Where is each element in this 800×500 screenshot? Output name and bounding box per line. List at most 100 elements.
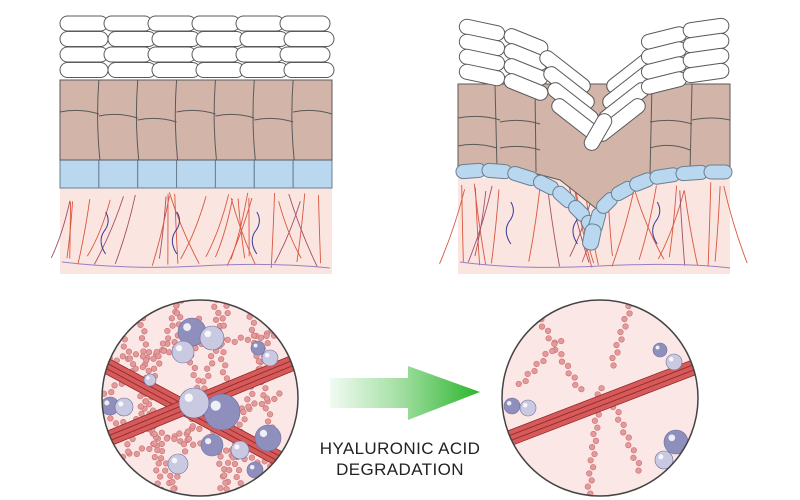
elastin-bead	[217, 485, 224, 492]
elastin-bead	[284, 330, 291, 337]
corneocyte	[682, 62, 730, 84]
cell-wall	[291, 79, 295, 161]
elastin-bead	[538, 323, 546, 330]
basal-cell	[675, 164, 709, 182]
cell-wall	[215, 113, 255, 119]
elastin-bead	[223, 375, 231, 382]
elastin-bead	[630, 300, 637, 304]
elastin-bead	[274, 470, 281, 477]
corneocyte	[59, 31, 109, 47]
cell-wall	[97, 79, 101, 161]
basal-cell	[253, 157, 294, 189]
elastin-bead	[248, 306, 255, 313]
dermis-fiber	[574, 190, 593, 268]
elastin-bead	[613, 341, 620, 349]
elastin-bead	[578, 386, 585, 393]
dermis-fiber	[439, 189, 466, 265]
elastin-bead	[154, 447, 161, 454]
molecule-highlight	[204, 330, 212, 338]
caption-line-2: DEGRADATION	[336, 460, 464, 479]
elastin-bead	[220, 322, 227, 329]
elastin-bead	[184, 428, 191, 435]
elastin-bead	[176, 430, 183, 437]
elastin-bead	[129, 361, 137, 368]
elastin-bead	[164, 327, 171, 335]
elastin-bead	[216, 460, 223, 467]
elastin-bead	[205, 372, 212, 380]
elastin-bead	[171, 435, 178, 443]
elastin-bead	[228, 491, 235, 496]
elastin-bead	[224, 459, 232, 466]
elastin-bead	[211, 303, 218, 310]
elastin-bead	[588, 477, 595, 484]
elastin-bead	[276, 390, 283, 397]
corneocyte	[191, 46, 241, 63]
elastin-bead	[558, 358, 566, 365]
dermis-fiber	[474, 187, 481, 266]
elastin-bead	[168, 315, 175, 322]
dermis-fiber	[474, 190, 487, 257]
elastin-bead	[236, 421, 243, 428]
elastin-bead	[625, 434, 632, 441]
elastin-bead	[630, 447, 637, 454]
molecule-highlight	[506, 400, 512, 406]
hyaluronic-acid-molecule	[503, 397, 521, 415]
hyaluronic-acid-molecule	[230, 440, 250, 460]
elastin-bead	[113, 311, 120, 318]
corneocyte	[191, 15, 241, 32]
elastin-bead	[264, 340, 271, 347]
molecule-highlight	[522, 402, 528, 408]
elastin-bead	[200, 378, 207, 385]
elastin-bead	[143, 357, 150, 364]
cell-wall	[457, 143, 498, 149]
molecule-highlight	[658, 454, 664, 460]
healthy-dermis-fibers	[50, 192, 322, 268]
basal-cell	[703, 164, 733, 180]
elastin-bead	[150, 355, 157, 362]
elastin-bead	[145, 367, 152, 374]
elastin-bead	[221, 466, 228, 473]
elastin-bead	[590, 464, 597, 471]
elastin-bead	[522, 377, 529, 385]
hyaluronic-acid-molecule	[178, 387, 210, 419]
hyaluronic-acid-molecule	[167, 453, 189, 475]
elastin-bead	[297, 328, 298, 335]
elastin-bead	[609, 354, 616, 362]
elastin-bead	[138, 445, 146, 452]
elastin-bead	[565, 370, 572, 377]
elastin-bead	[625, 442, 632, 449]
elastin-bead	[190, 441, 197, 448]
corneocyte	[59, 46, 109, 63]
elastin-bead	[533, 360, 540, 368]
hyaluronic-acid-molecule	[665, 353, 683, 371]
elastin-bead	[584, 483, 591, 490]
cell-wall	[499, 145, 541, 151]
elastin-bead	[115, 466, 122, 473]
cell-wall	[174, 79, 179, 161]
elastin-bead	[271, 395, 278, 403]
corneocyte	[583, 113, 613, 151]
elastin-bead	[155, 460, 162, 467]
elastin-bead	[241, 416, 248, 423]
elastin-bead	[591, 450, 598, 458]
dermis-fiber	[490, 189, 500, 264]
elastin-bead	[240, 408, 247, 416]
elastin-bead	[224, 309, 231, 317]
dermis-fiber	[707, 182, 712, 267]
cell-wall	[176, 109, 216, 115]
elastin-bead	[120, 343, 127, 350]
aged-dermis-base-line	[459, 261, 731, 269]
elastin-bead	[233, 474, 240, 481]
elastin-bead	[167, 472, 174, 479]
elastin-bead	[635, 459, 643, 467]
elastin-bead	[126, 355, 134, 362]
elastin-bead	[141, 328, 148, 335]
elastin-bead	[218, 356, 225, 363]
elastin-bead	[614, 349, 621, 356]
cell-wall	[98, 113, 138, 119]
dense-dermal-matrix-magnified	[101, 299, 299, 497]
corneocyte	[195, 31, 245, 47]
dermis-fiber	[723, 185, 748, 264]
corneocyte	[147, 46, 197, 63]
elastin-bead	[151, 454, 158, 461]
